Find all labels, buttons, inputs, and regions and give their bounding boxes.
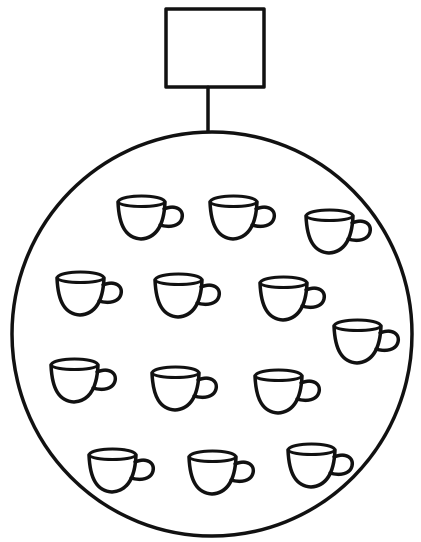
label-box xyxy=(166,9,264,87)
teacup-icon xyxy=(155,274,219,317)
teacup-icon xyxy=(260,277,324,320)
teacup-icon xyxy=(255,370,319,413)
teacup-icon xyxy=(51,359,115,402)
teacup-icon xyxy=(334,320,398,363)
teacup-icon xyxy=(210,196,274,239)
teacup-icon xyxy=(189,451,253,494)
teacup-icon xyxy=(57,272,121,315)
cup-group xyxy=(51,196,398,494)
teacup-icon xyxy=(89,449,153,492)
teacup-icon xyxy=(152,367,216,410)
teacup-icon xyxy=(118,196,182,239)
set-circle xyxy=(12,132,412,536)
teacup-icon xyxy=(306,210,370,253)
teacup-icon xyxy=(288,444,352,487)
